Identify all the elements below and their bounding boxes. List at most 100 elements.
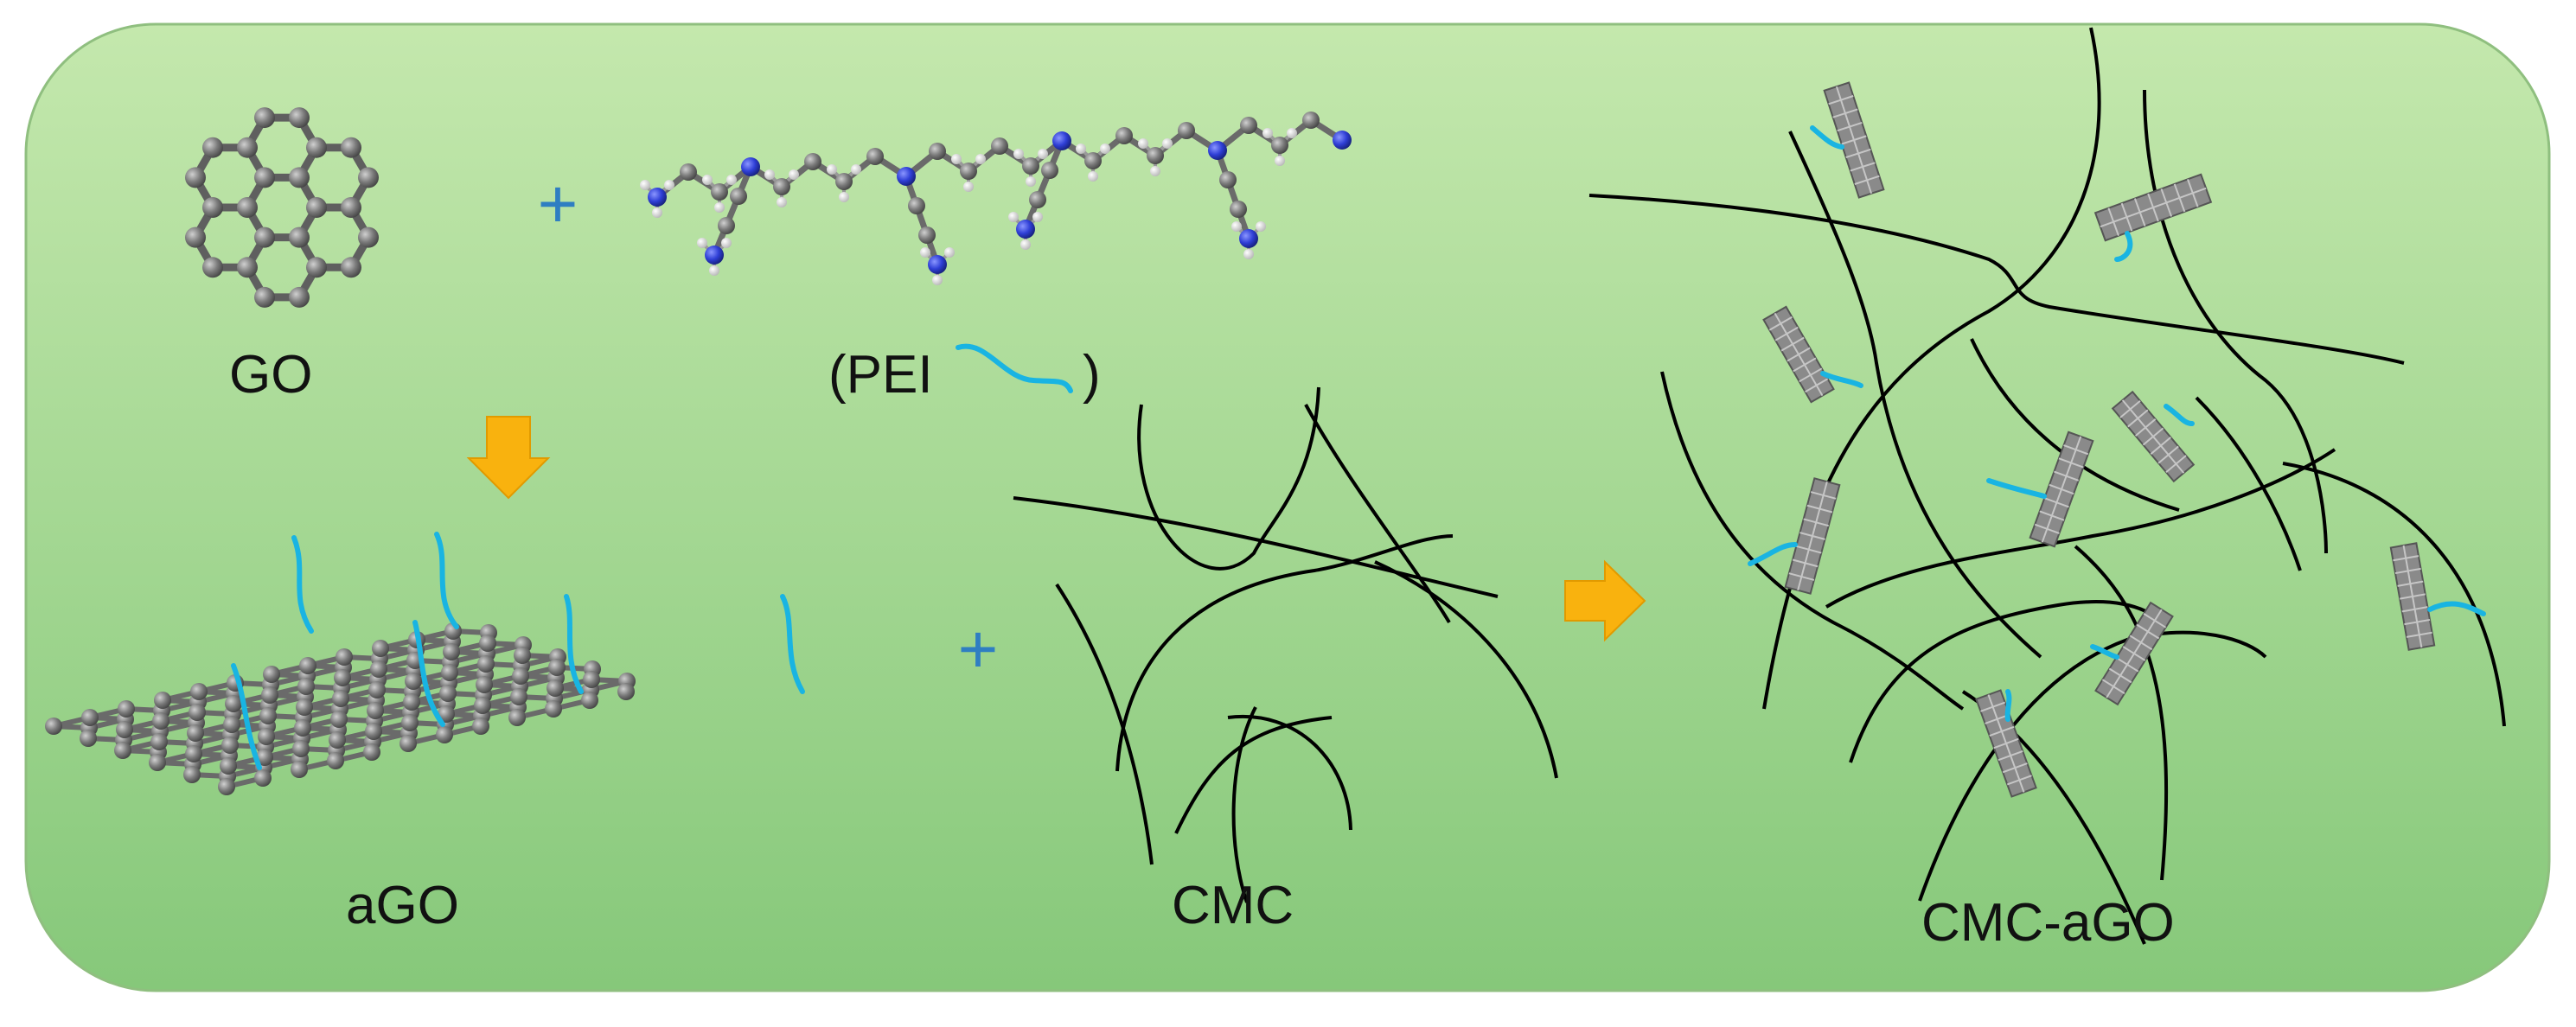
arrow-down-icon [466, 416, 551, 500]
ago-carbon-atom [297, 678, 315, 695]
pei-molecule-graphic [640, 112, 1352, 285]
pei-carbon-atom [1178, 122, 1195, 139]
ago-flake-pei-chain [2427, 601, 2486, 616]
pei-nitrogen-atom [1052, 131, 1071, 150]
pei-carbon-atom [1147, 147, 1164, 164]
go-carbon-atom [202, 197, 223, 218]
pei-hydrogen-atom [697, 238, 707, 248]
ago-carbon-atom [367, 702, 384, 719]
pei-carbon-atom [866, 148, 884, 165]
go-carbon-atom [341, 197, 361, 218]
pei-carbon-atom [1041, 162, 1058, 179]
ago-carbon-atom [327, 752, 344, 769]
ago-carbon-atom [185, 745, 202, 762]
pei-hydrogen-atom [640, 180, 650, 190]
ago-flake-lattice [2121, 399, 2185, 474]
pei-hydrogen-atom [1243, 249, 1254, 259]
ago-carbon-atom [296, 698, 313, 716]
pei-hydrogen-atom [777, 197, 787, 207]
ago-flake [1762, 305, 1835, 404]
go-carbon-atom [185, 226, 206, 248]
ago-flake-lattice [2106, 609, 2163, 698]
go-carbon-atom [237, 257, 258, 278]
pei-carbon-atom [730, 188, 747, 205]
arrow-right-icon [1564, 559, 1646, 642]
ago-carbon-atom [363, 743, 380, 761]
ago-carbon-atom [218, 778, 235, 795]
pei-carbon-atom [1115, 127, 1133, 144]
pei-carbon-atom [908, 197, 925, 214]
ago-carbon-atom [187, 724, 204, 742]
pei-hydrogen-atom [932, 275, 943, 285]
ago-carbon-atom [474, 697, 491, 714]
pei-carbon-atom [929, 143, 946, 160]
ago-carbon-atom [476, 676, 493, 693]
ago-flake [2093, 173, 2213, 242]
pei-nitrogen-atom [897, 167, 916, 186]
ago-flake-pei-chain [2164, 404, 2195, 426]
ago-carbon-atom [80, 730, 97, 747]
pei-hydrogen-atom [1013, 149, 1024, 159]
cmc-fiber [1304, 404, 1451, 624]
pei-hydrogen-atom [702, 175, 713, 185]
go-carbon-atom [289, 226, 310, 248]
go-carbon-atom [358, 167, 379, 188]
ago-carbon-atom [405, 673, 422, 690]
ago-pei-chain [564, 594, 584, 694]
pei-hydrogen-atom [1256, 221, 1266, 232]
cmc-ago-fiber [1970, 338, 2180, 512]
go-carbon-atom [289, 107, 310, 129]
ago-carbon-atom [365, 723, 382, 740]
ago-flake-lattice [1797, 481, 1828, 591]
ago-carbon-atom [334, 669, 351, 686]
ago-carbon-atom [372, 640, 389, 657]
pei-nitrogen-atom [1239, 229, 1258, 248]
ago-carbon-atom [291, 761, 308, 778]
ago-carbon-atom [256, 749, 273, 766]
ago-flake-pei-chain [2114, 231, 2133, 262]
pei-carbon-atom [918, 226, 936, 244]
go-label: GO [229, 345, 313, 405]
cmc-fiber [1231, 706, 1257, 903]
go-carbon-atom [306, 137, 327, 158]
ago-flake-pei-chain [1820, 371, 1863, 388]
ago-flake [2389, 542, 2436, 651]
ago-flake-pei-chain [1810, 125, 1844, 150]
cmc-ago-fiber [1588, 194, 2405, 365]
cmc-ago-fiber [2195, 396, 2302, 571]
pei-hydrogen-atom [1231, 221, 1242, 232]
ago-pei-chain [412, 620, 445, 727]
go-carbon-atom [254, 286, 275, 308]
ago-flake [1823, 81, 1885, 199]
background-panel [24, 22, 2551, 992]
go-carbon-atom [306, 197, 327, 218]
go-carbon-atom [237, 197, 258, 218]
pei-hydrogen-atom [920, 247, 930, 258]
ago-pei-chain [291, 535, 314, 634]
pei-carbon-atom [1219, 171, 1237, 188]
pei-hydrogen-atom [1088, 171, 1098, 182]
pei-nitrogen-atom [928, 255, 947, 274]
ago-carbon-atom [116, 721, 133, 738]
ago-carbon-atom [438, 705, 455, 723]
pei-carbon-atom [1084, 152, 1102, 169]
ago-carbon-atom [118, 700, 135, 718]
ago-carbon-atom [221, 737, 239, 754]
ago-pei-chain [434, 532, 459, 629]
ago-carbon-atom [617, 683, 635, 700]
ago-carbon-atom [477, 655, 495, 673]
pei-hydrogen-atom [1008, 212, 1019, 222]
cmc-fiber [1137, 386, 1320, 571]
ago-carbon-atom [472, 718, 489, 735]
pei-hydrogen-atom [1287, 128, 1297, 138]
cmc-fiber [1174, 716, 1333, 834]
ago-carbon-atom [150, 733, 168, 750]
go-carbon-atom [289, 167, 310, 188]
ago-carbon-atom [547, 679, 564, 697]
ago-pei-chains [231, 532, 805, 770]
ago-flake-pei-chain [1986, 478, 2047, 499]
pei-nitrogen-atom [648, 188, 667, 207]
pei-hydrogen-atom [664, 180, 674, 190]
cmc-ago-fiber [2282, 462, 2506, 727]
pei-nitrogen-atom [1016, 220, 1035, 239]
